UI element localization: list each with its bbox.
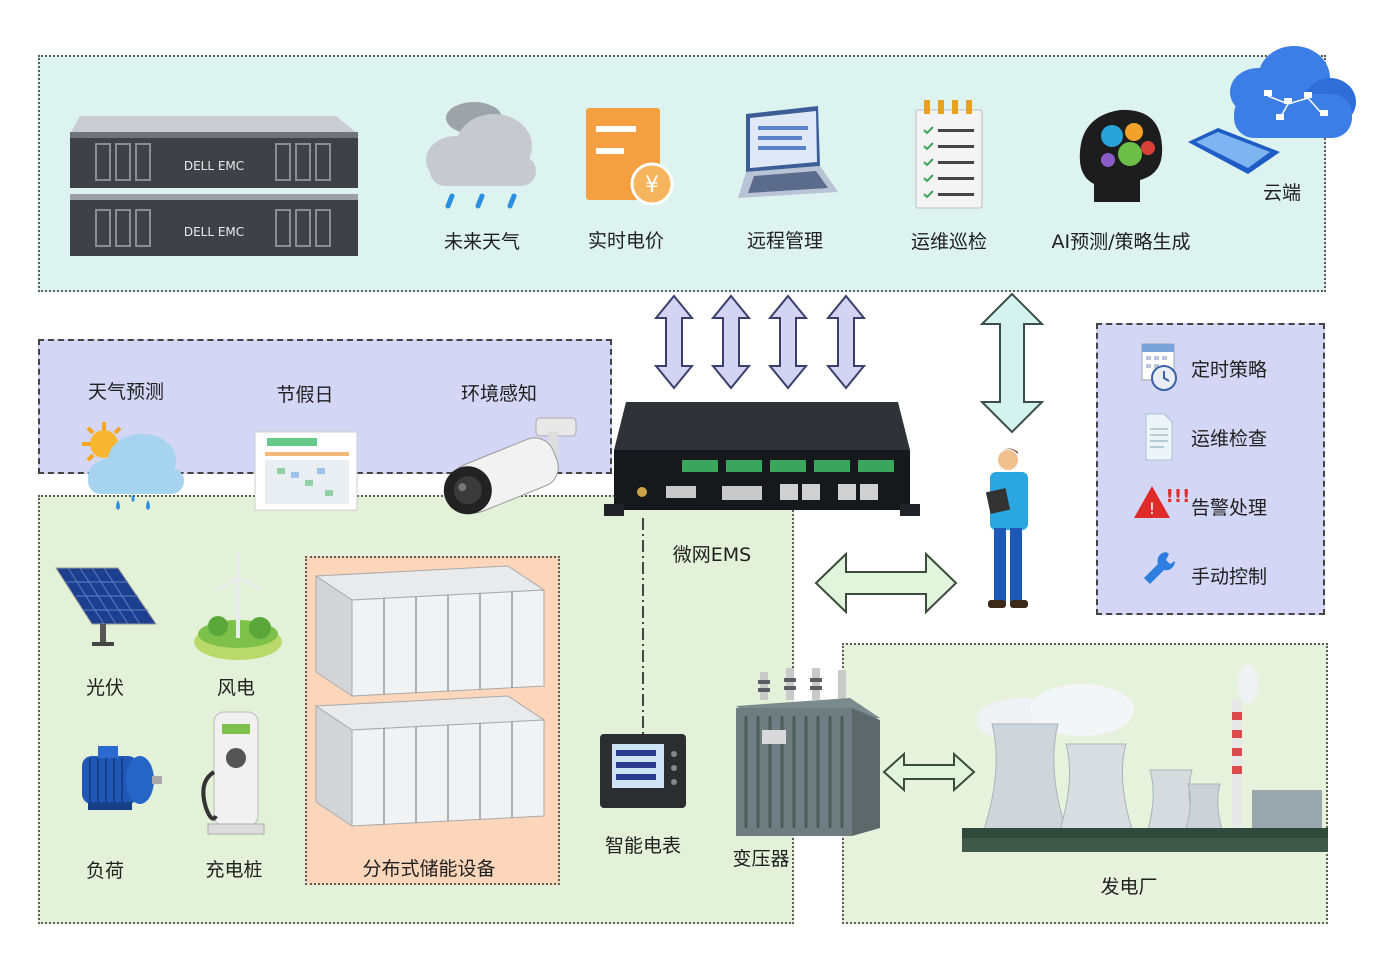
svg-text:¥: ¥	[645, 173, 659, 198]
motor-icon	[82, 746, 162, 810]
controller-label: 微网EMS	[672, 544, 752, 566]
ems-controller-device[interactable]	[604, 396, 920, 526]
svg-text:!: !	[1149, 499, 1155, 518]
storage-label: 分布式储能设备	[362, 858, 496, 880]
storage-cabinet-icon	[314, 695, 546, 827]
calendar-table-icon	[254, 431, 358, 511]
svg-text:DELL EMC: DELL EMC	[184, 225, 244, 239]
transformer-label: 变压器	[732, 848, 790, 870]
double-arrow-vertical	[710, 294, 752, 390]
weather-cloud-rain-icon	[426, 102, 536, 209]
microgrid-item-label: 充电桩	[205, 859, 263, 881]
ai-brain-icon	[1079, 109, 1163, 202]
plant-label: 发电厂	[1100, 876, 1158, 898]
storage-cabinet-icon	[314, 565, 546, 697]
double-arrow-horizontal	[814, 551, 958, 615]
camera-icon	[443, 417, 577, 515]
double-arrow-vertical-large	[979, 292, 1045, 434]
cloud-network-icon	[1230, 46, 1356, 138]
top-item-label: 远程管理	[746, 230, 824, 252]
microgrid-item-label: 风电	[216, 677, 256, 699]
sensing-item-label: 节假日	[276, 384, 334, 406]
strategy-item-label: 定时策略	[1191, 359, 1268, 381]
smart-meter-icon	[600, 734, 686, 808]
double-arrow-vertical	[653, 294, 695, 390]
microgrid-item-label: 负荷	[85, 860, 125, 882]
sun-cloud-icon	[82, 422, 184, 510]
strategy-item-label: 手动控制	[1191, 566, 1268, 588]
svg-text:!!!: !!!	[1166, 486, 1191, 507]
price-document-icon: ¥	[586, 108, 674, 206]
microgrid-item-label: 光伏	[85, 677, 125, 699]
strategy-item-label: 运维检查	[1191, 428, 1268, 450]
ev-charger-icon	[201, 711, 265, 835]
solar-panel-icon	[55, 567, 157, 646]
cloud-label: 云端	[1262, 182, 1302, 204]
strategy-panel	[1096, 323, 1325, 615]
connector-line	[642, 518, 644, 738]
sensing-item-label: 环境感知	[460, 383, 538, 405]
power-plant-icon	[962, 664, 1328, 852]
server-brand-text: DELL EMC	[184, 159, 244, 173]
calendar-clock-icon	[1141, 343, 1177, 391]
transformer-icon	[736, 668, 880, 836]
operator-person-icon	[985, 448, 1028, 608]
wind-turbine-icon	[194, 552, 282, 660]
double-arrow-vertical	[767, 294, 809, 390]
double-arrow-horizontal	[882, 751, 976, 793]
laptop-icon	[738, 106, 838, 198]
sensing-item-label: 天气预测	[87, 381, 165, 403]
top-item-label: 运维巡检	[910, 231, 988, 253]
wrench-icon	[1144, 552, 1176, 584]
alarm-warning-icon: ! !!!	[1134, 486, 1191, 518]
double-arrow-vertical	[825, 294, 867, 390]
top-item-label: AI预测/策略生成	[1051, 231, 1191, 253]
top-item-label: 实时电价	[587, 230, 665, 252]
server-rack-icon: DELL EMC DELL EMC	[70, 116, 358, 256]
meter-label: 智能电表	[604, 835, 682, 857]
tablet-icon	[1188, 128, 1280, 174]
strategy-item-label: 告警处理	[1191, 497, 1268, 519]
document-icon	[1145, 413, 1173, 461]
top-item-label: 未来天气	[443, 231, 521, 253]
checklist-icon	[915, 100, 983, 209]
